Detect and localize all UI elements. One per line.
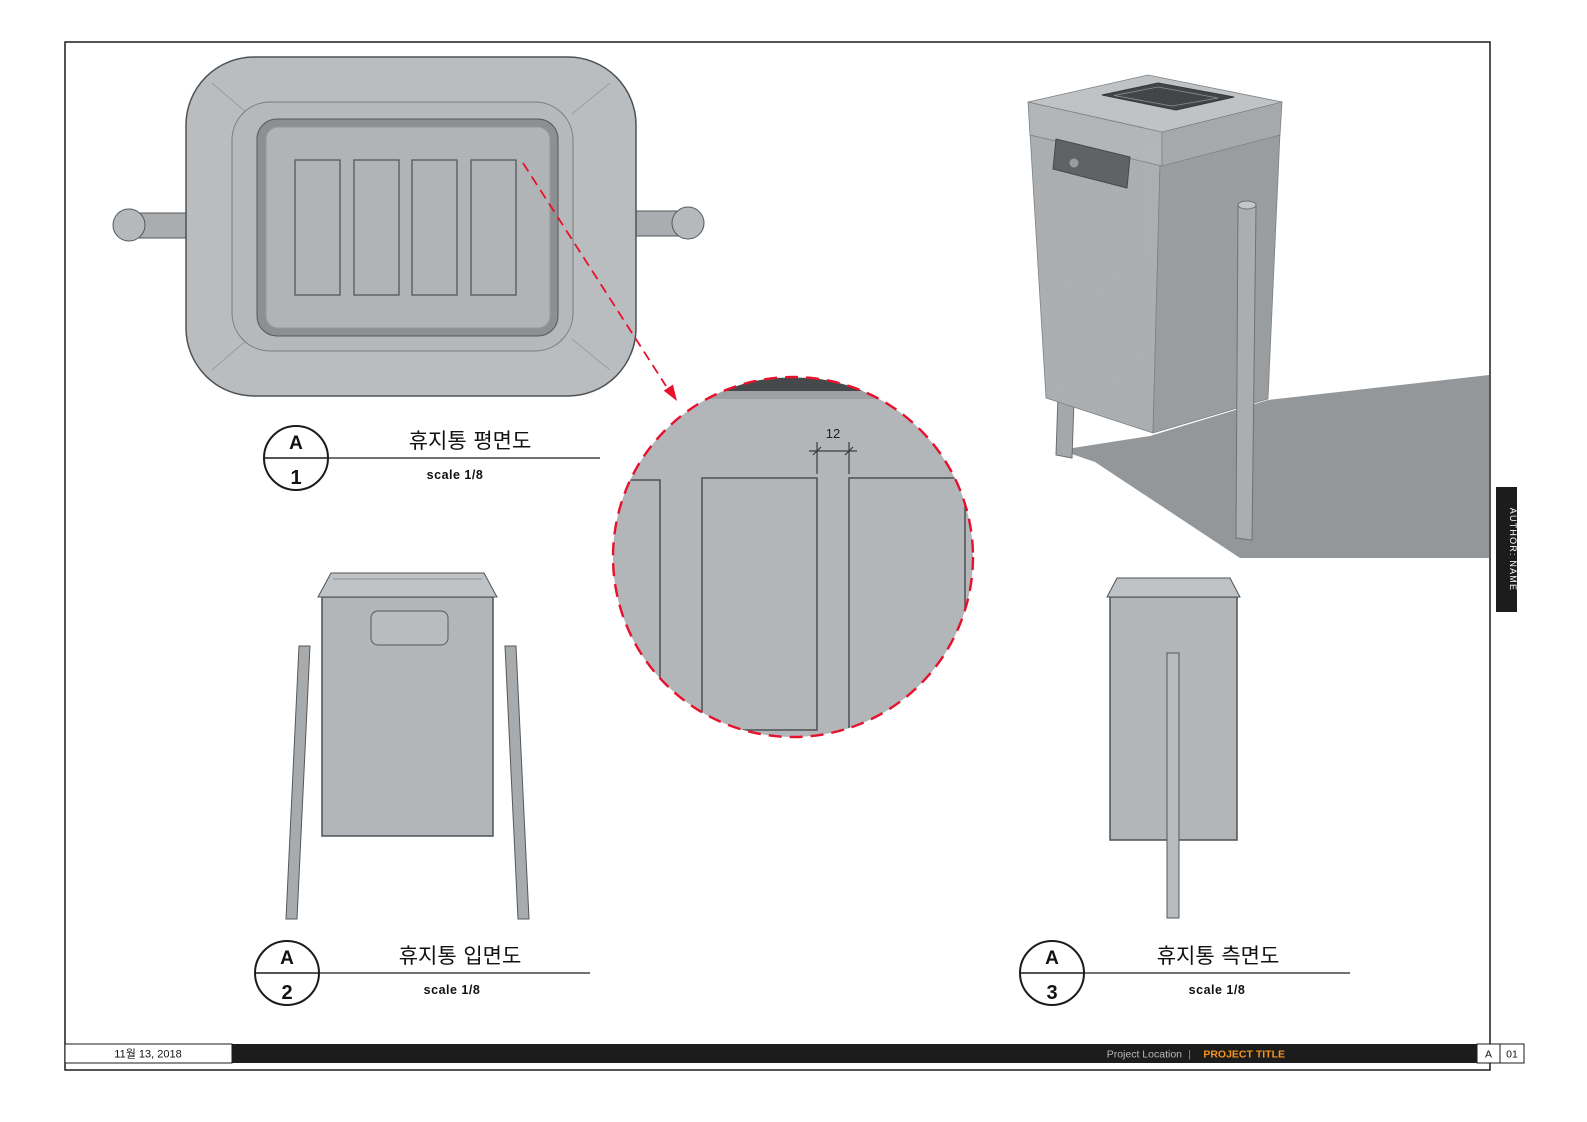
side-leg	[1166, 652, 1180, 919]
front-leg-right	[504, 645, 530, 920]
detail-circle-outline	[611, 375, 975, 739]
titlebar-black-bar	[232, 1044, 1477, 1063]
detail-slot-left	[613, 479, 661, 727]
front-bubble-number: 2	[281, 982, 292, 1004]
sheet-border	[64, 41, 1491, 1071]
plan-view-drawing	[112, 56, 705, 397]
sheet-number-label: 01	[1506, 1049, 1518, 1061]
plan-slot-3	[411, 159, 458, 296]
titlebar-divider: |	[1188, 1049, 1191, 1061]
front-elevation-drawing	[285, 572, 530, 920]
side-view-scale: scale 1/8	[1189, 983, 1246, 997]
detail-dimension-label: 12	[826, 426, 840, 441]
detail-dimension	[809, 442, 857, 474]
author-tab: AUTHOR: NAME	[1496, 487, 1518, 612]
bin-leg-right-cap	[1237, 200, 1257, 210]
front-leg-left	[285, 645, 311, 920]
plan-corner-chamfers	[211, 82, 611, 371]
front-view-title: 휴지통 입면도	[399, 944, 522, 968]
side-elevation-drawing	[1106, 577, 1241, 919]
sheet-number-box	[1499, 1043, 1525, 1064]
titlebar: 11월 13, 2018 Project Location | PROJECT …	[64, 1043, 1525, 1064]
plan-bubble-number: 1	[290, 467, 301, 489]
bin-plaque	[1052, 138, 1131, 189]
detail-slot-right	[848, 477, 966, 731]
project-title-label: PROJECT TITLE	[1203, 1049, 1285, 1061]
bin-plaque-button	[1069, 158, 1079, 168]
author-tab-label: AUTHOR: NAME	[1508, 508, 1518, 591]
project-location-label: Project Location	[1107, 1049, 1182, 1061]
perspective-view-drawing	[1027, 74, 1489, 558]
side-lid	[1106, 577, 1241, 598]
plan-slot-4	[470, 159, 517, 296]
side-bubble-letter: A	[1045, 948, 1059, 969]
plan-slots	[294, 159, 517, 296]
side-view-label: A 3 휴지통 측면도 scale 1/8	[1019, 940, 1350, 1006]
bin-shadow	[1060, 375, 1489, 558]
detail-slot-middle	[701, 477, 818, 731]
author-tab-bg	[1496, 487, 1517, 612]
revision-letter-label: A	[1485, 1049, 1492, 1061]
front-lid	[317, 572, 498, 598]
plan-slot-1	[294, 159, 341, 296]
plan-view-scale: scale 1/8	[427, 468, 484, 482]
side-bubble-number: 3	[1046, 982, 1057, 1004]
plan-handle-right-cap	[671, 206, 705, 240]
plan-slot-2	[353, 159, 400, 296]
front-view-scale: scale 1/8	[424, 983, 481, 997]
front-bubble-letter: A	[280, 948, 294, 969]
bin-leg-right-pole	[1235, 203, 1257, 541]
detail-rim-band	[690, 378, 900, 391]
detail-rim-highlight	[660, 391, 930, 399]
plan-handle-left-cap	[112, 208, 146, 242]
front-plaque	[370, 610, 449, 646]
front-view-label: A 2 휴지통 입면도 scale 1/8	[254, 940, 590, 1006]
detail-slots	[613, 477, 966, 731]
plan-bubble-letter: A	[289, 433, 303, 454]
plan-view-title: 휴지통 평면도	[409, 429, 532, 453]
date-label: 11월 13, 2018	[114, 1048, 181, 1061]
side-view-title: 휴지통 측면도	[1157, 944, 1280, 968]
detail-leader-arrowhead	[663, 384, 677, 401]
detail-leader-line	[522, 162, 667, 387]
plan-view-label: A 1 휴지통 평면도 scale 1/8	[263, 425, 600, 491]
